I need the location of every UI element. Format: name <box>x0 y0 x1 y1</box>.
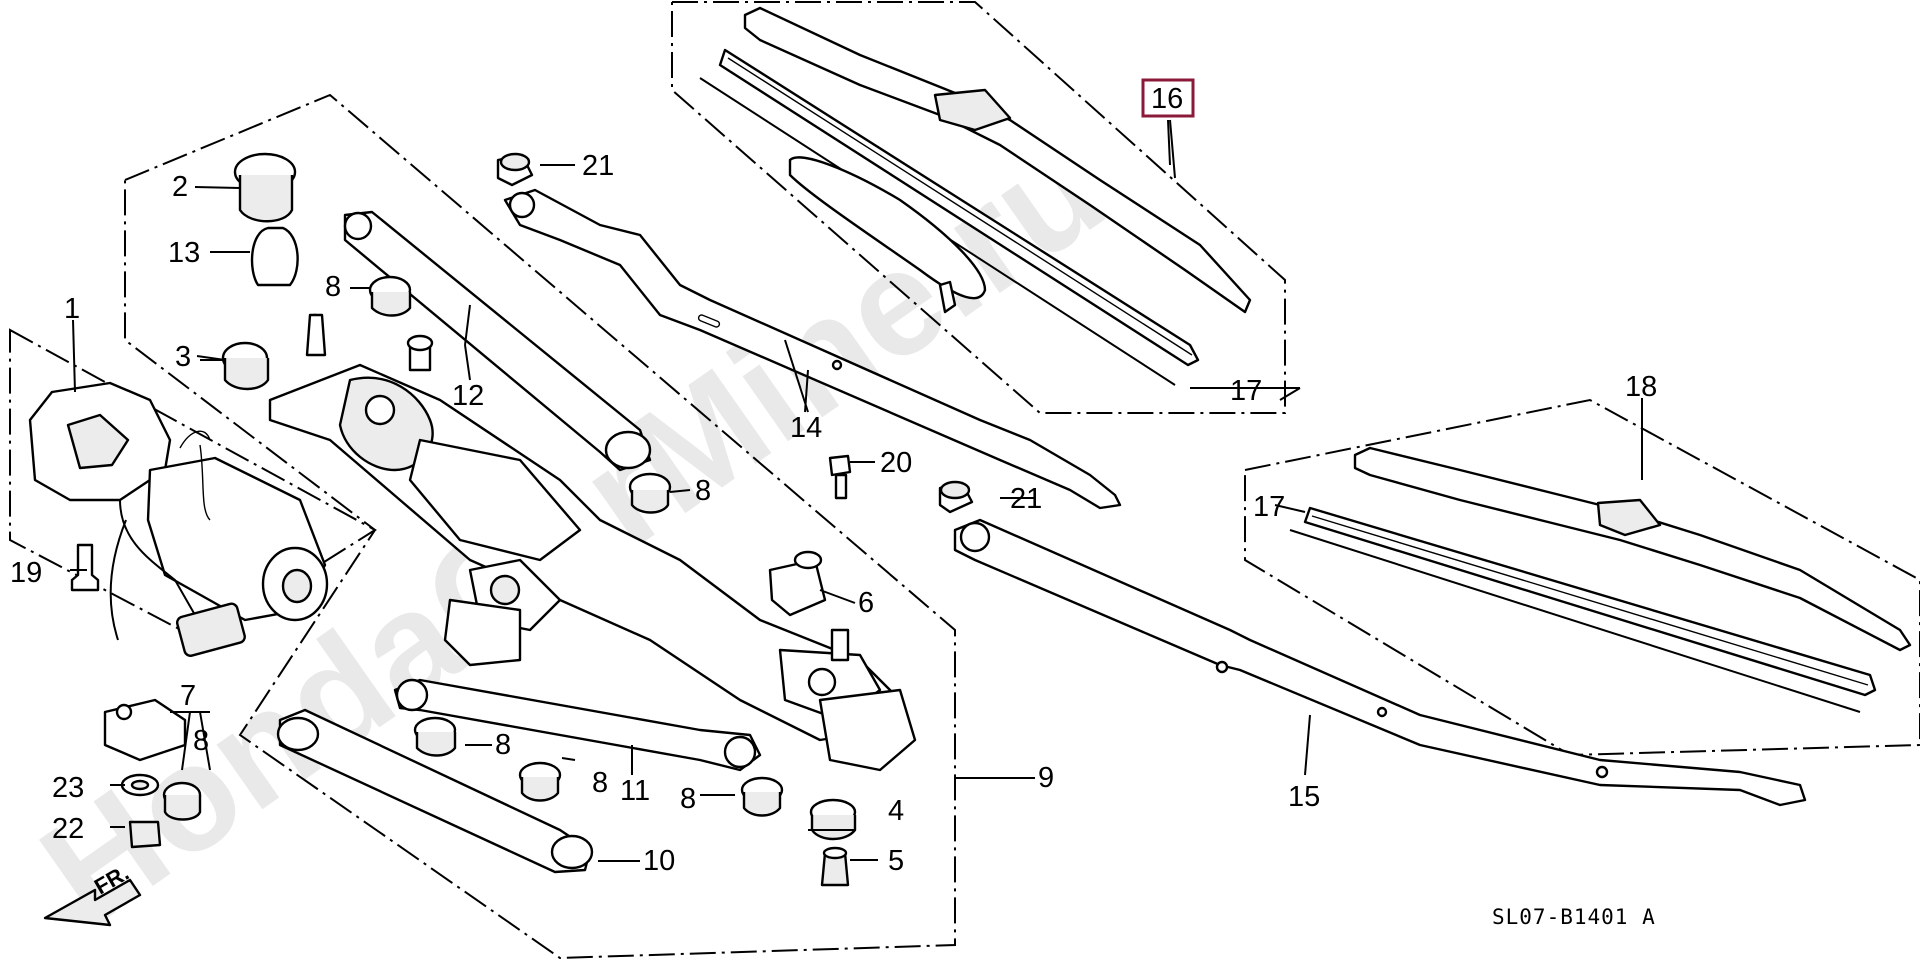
wiper-motor <box>28 381 329 657</box>
callout-8f: 8 <box>193 725 209 757</box>
callout-11: 11 <box>620 775 650 807</box>
callout-8c: 8 <box>495 729 511 761</box>
wiper-blade-18 <box>1289 446 1912 713</box>
callout-7: 7 <box>180 680 196 712</box>
callout-8b: 8 <box>695 475 711 507</box>
link-rod-10 <box>276 708 594 874</box>
callout-15: 15 <box>1288 781 1320 813</box>
link-rod-12 <box>343 210 652 472</box>
callout-2: 2 <box>172 171 188 203</box>
drawing-code: SL07-B1401 A <box>1492 905 1656 929</box>
callout-21b: 21 <box>1010 483 1042 515</box>
passenger-blade-group-outline <box>1244 398 1920 757</box>
callout-20: 20 <box>880 447 912 479</box>
callout-1: 1 <box>64 293 80 325</box>
wiper-arm-15 <box>938 480 1807 807</box>
driver-blade-group-outline <box>671 1 1286 414</box>
leader-lines <box>70 119 1643 862</box>
callout-19: 19 <box>10 557 42 589</box>
link-rod-11 <box>393 678 762 772</box>
grommets <box>221 152 857 887</box>
callout-8d: 8 <box>592 767 608 799</box>
callout-12: 12 <box>452 380 484 412</box>
callout-21a: 21 <box>582 150 614 182</box>
callout-16: 16 <box>1151 83 1183 115</box>
callout-8a: 8 <box>325 271 341 303</box>
callout-10: 10 <box>643 845 675 877</box>
callout-5: 5 <box>888 845 904 877</box>
callout-13: 13 <box>168 237 200 269</box>
wiper-blade-16 <box>699 6 1252 386</box>
wiper-linkage <box>268 313 917 772</box>
callout-3: 3 <box>175 341 191 373</box>
callout-8e: 8 <box>680 783 696 815</box>
callout-6: 6 <box>858 587 874 619</box>
wiper-arm-14 <box>496 152 1122 510</box>
wiper-linkage-group-outline <box>124 93 956 959</box>
callout-22: 22 <box>52 813 84 845</box>
callout-17b: 17 <box>1253 491 1285 523</box>
fasteners-left <box>70 543 211 849</box>
bolt-20 <box>828 454 852 500</box>
callout-18: 18 <box>1625 371 1657 403</box>
callout-23: 23 <box>52 772 84 804</box>
callout-4: 4 <box>888 795 904 827</box>
callout-16-highlight[interactable]: 16 <box>1141 78 1195 118</box>
callout-14: 14 <box>790 412 822 444</box>
callout-17a: 17 <box>1230 375 1262 407</box>
callout-9: 9 <box>1038 762 1054 794</box>
callouts: 1 2 13 8 3 12 8 6 9 10 8 11 8 8 4 5 19 7… <box>10 78 1657 877</box>
